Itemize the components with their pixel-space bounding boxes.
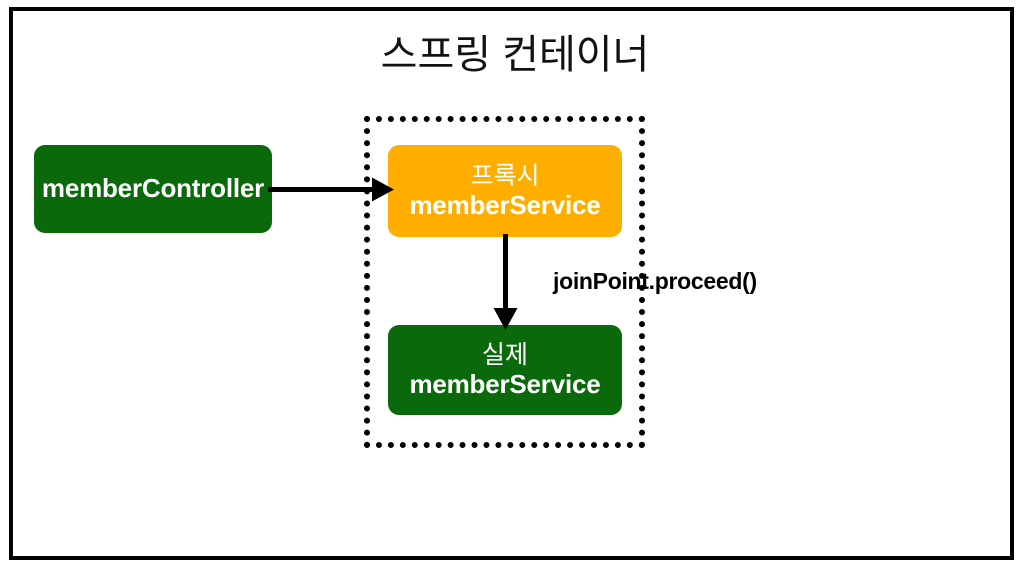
arrow-controller-to-proxy — [268, 177, 394, 202]
node-real-member-service-label-en: memberService — [409, 368, 601, 399]
node-proxy-member-service[interactable]: 프록시 memberService — [388, 145, 622, 237]
node-real-member-service-label-ko: 실제 — [481, 340, 528, 369]
node-member-controller-label: memberController — [41, 173, 265, 204]
node-member-controller[interactable]: memberController — [34, 145, 272, 233]
node-proxy-member-service-label-ko: 프록시 — [470, 161, 540, 190]
edge-label-joinpoint-proceed: joinPoint.proceed() — [553, 268, 757, 294]
spring-container-boundary — [364, 116, 645, 448]
node-real-member-service[interactable]: 실제 memberService — [388, 325, 622, 415]
arrow-proxy-to-real — [493, 234, 518, 330]
slide-frame — [9, 7, 1014, 560]
node-proxy-member-service-label-en: memberService — [409, 189, 601, 220]
page-title: 스프링 컨테이너 — [380, 33, 650, 77]
